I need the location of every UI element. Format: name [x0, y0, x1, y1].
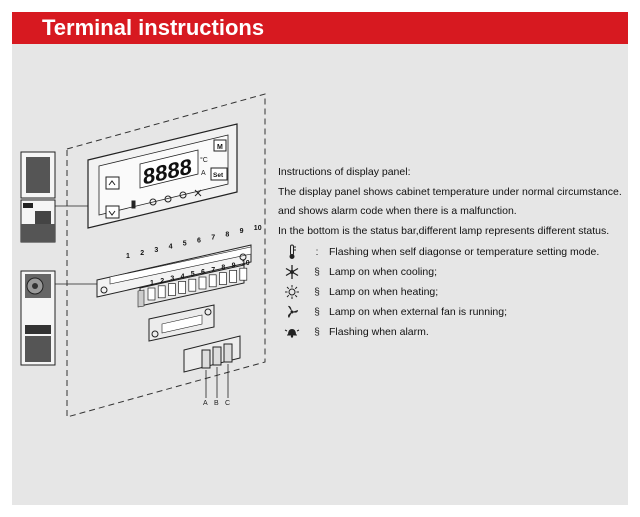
terminal-pin [239, 267, 248, 281]
terminal-pin [157, 285, 166, 299]
instructions-block: Instructions of display panel: The displ… [278, 163, 628, 241]
up-arrow-icon [108, 180, 116, 186]
dashed-outline [66, 93, 266, 418]
legend-text: Lamp on when external fan is running; [329, 306, 508, 318]
terminal-number: 10 [242, 260, 250, 267]
cabinet-unit-top [20, 151, 56, 243]
page-title: Terminal instructions [42, 15, 265, 40]
terminal-number: 10 [254, 225, 262, 232]
terminal-number: 9 [232, 262, 236, 269]
terminal-number: 8 [221, 265, 225, 272]
legend-item: § Lamp on when cooling; [284, 262, 624, 282]
terminal-number: 1 [126, 253, 130, 260]
alarm-bell-icon [284, 329, 300, 338]
snowflake-icon [285, 265, 299, 279]
terminal-pin [147, 287, 156, 301]
legend-separator: § [314, 306, 320, 318]
terminal-pin [168, 283, 176, 296]
legend-text: Lamp on when heating; [329, 286, 439, 298]
terminal-pin [219, 272, 227, 285]
instructions-line: In the bottom is the status bar,differen… [278, 224, 610, 237]
m-button[interactable] [213, 139, 227, 152]
terminal-pin [208, 274, 217, 288]
terminal-number: 6 [201, 269, 205, 276]
terminal-pin [188, 278, 197, 292]
sun-icon [285, 285, 299, 299]
small-plug [183, 335, 241, 373]
terminal-number: 2 [140, 250, 144, 257]
fan-icon [288, 305, 298, 318]
thermometer-icon [289, 244, 296, 259]
terminal-numbers-upper: 1 2 3 4 5 6 7 8 9 10 [126, 225, 262, 260]
terminal-number: 3 [170, 276, 174, 283]
set-button-label: Set [213, 172, 224, 179]
terminal-number: 3 [154, 247, 158, 254]
terminal-number: 2 [160, 278, 164, 285]
terminal-pin [229, 270, 237, 283]
terminal-label-c: C [225, 400, 230, 407]
instructions-heading: Instructions of display panel: [278, 166, 411, 178]
legend-separator: § [314, 266, 320, 278]
terminal-pin [178, 281, 186, 294]
down-arrow-icon [108, 210, 116, 216]
legend-text: Flashing when self diagonse or temperatu… [329, 246, 600, 258]
terminal-number: 4 [181, 273, 185, 280]
set-button[interactable] [210, 167, 228, 181]
terminal-label-a: A [203, 400, 208, 407]
legend-separator: : [315, 246, 319, 258]
terminal-number: 8 [225, 231, 229, 238]
terminal-pin [198, 276, 207, 290]
legend-text: Lamp on when cooling; [329, 266, 437, 278]
header-bar: Terminal instructions [12, 12, 628, 44]
legend-separator: § [314, 286, 320, 298]
display-panel [87, 123, 238, 229]
instructions-line: and shows alarm code when there is a mal… [278, 205, 517, 217]
legend-item: : Flashing when self diagonse or tempera… [284, 242, 624, 262]
legend-separator: § [314, 326, 320, 338]
small-connector [148, 304, 215, 342]
instructions-line: The display panel shows cabinet temperat… [278, 185, 622, 198]
unit-a: A [201, 170, 206, 177]
terminal-number: 4 [169, 244, 173, 251]
terminal-number: 7 [211, 234, 215, 241]
terminal-number: 5 [183, 241, 187, 248]
down-button[interactable] [105, 205, 120, 219]
legend-item: § Lamp on when heating; [284, 282, 624, 302]
unit-celsius: °C [200, 156, 208, 164]
up-button[interactable] [105, 176, 120, 190]
terminal-number: 9 [240, 228, 244, 235]
status-bar-icons [131, 189, 202, 209]
terminal-number: 1 [150, 280, 154, 287]
legend-text: Flashing when alarm. [329, 326, 429, 338]
terminal-number: 7 [211, 267, 215, 274]
legend-item: § Flashing when alarm. [284, 322, 624, 342]
terminal-block-upper [96, 244, 252, 298]
m-button-label: M [217, 144, 223, 151]
legend-item: § Lamp on when external fan is running; [284, 302, 624, 322]
terminal-number: 5 [191, 271, 195, 278]
terminal-number: 6 [197, 238, 201, 245]
cabinet-unit-bottom [20, 270, 56, 366]
terminal-label-b: B [214, 400, 219, 407]
status-legend: : Flashing when self diagonse or tempera… [284, 242, 624, 342]
